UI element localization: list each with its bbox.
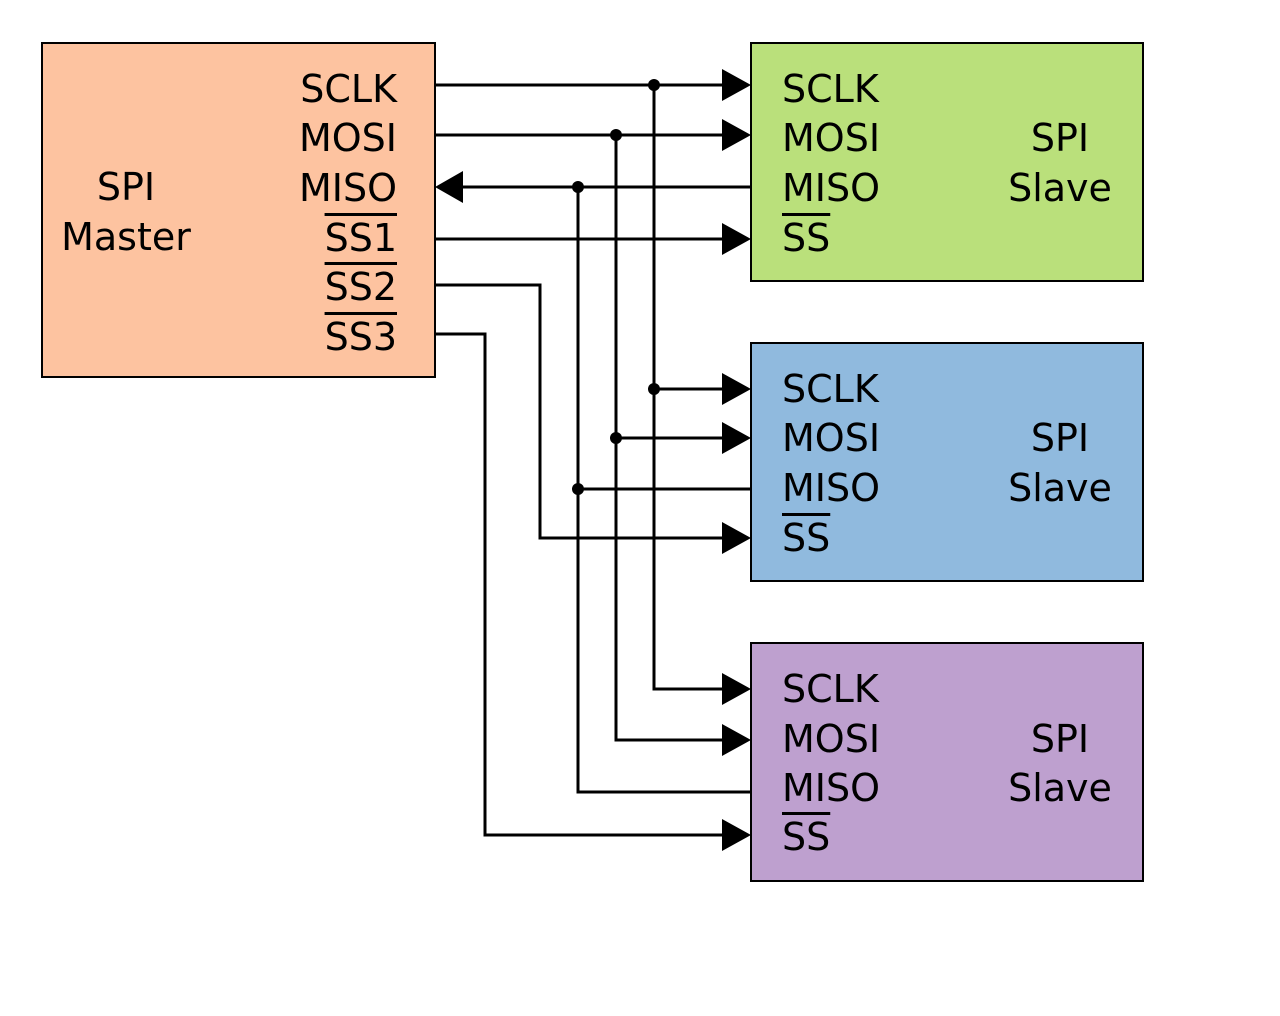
slave-1-pin-ss: SS [782, 216, 831, 260]
arrow-slave-3-sclk [722, 673, 751, 705]
arrow-slave-1-sclk [722, 69, 751, 101]
arrow-slave-2-ss [722, 522, 751, 554]
slave-2-pin-ss: SS [782, 516, 831, 560]
mosi-wire-bus [614, 135, 722, 742]
master-name-line2: Master [61, 215, 191, 259]
spi-slave-3-box [750, 642, 1144, 882]
arrow-slave-1-mosi [722, 119, 751, 151]
spi-slave-2-box [750, 342, 1144, 582]
master-pin-ss3: SS3 [324, 315, 397, 359]
slave-3-pin-sclk: SCLK [782, 667, 879, 711]
master-pin-mosi: MOSI [298, 116, 397, 160]
slave-2-pin-sclk: SCLK [782, 367, 879, 411]
arrow-slave-1-ss [722, 223, 751, 255]
master-pin-miso: MISO [298, 166, 397, 210]
slave-3-name-line1: SPI [1030, 717, 1090, 761]
junction-miso-top [572, 181, 584, 193]
junction-sclk-top [648, 79, 660, 91]
arrow-slave-2-sclk [722, 373, 751, 405]
spi-slave-1-box [750, 42, 1144, 282]
spi-master-box [41, 42, 436, 378]
slave-2-name-line2: Slave [1008, 466, 1112, 510]
slave-1-name-line1: SPI [1030, 116, 1090, 160]
slave-1-pin-sclk: SCLK [782, 67, 879, 111]
slave-1-name-line2: Slave [1008, 166, 1112, 210]
arrow-slave-3-mosi [722, 724, 751, 756]
slave-1-pin-miso: MISO [782, 166, 881, 210]
junction-mosi-mid [610, 432, 622, 444]
sclk-wire-bus [652, 85, 722, 691]
arrow-slave-3-ss [722, 819, 751, 851]
master-name-line1: SPI [96, 165, 156, 209]
master-pin-sclk: SCLK [300, 67, 397, 111]
slave-1-pin-mosi: MOSI [782, 116, 881, 160]
slave-3-pin-mosi: MOSI [782, 717, 881, 761]
junction-miso-mid [572, 483, 584, 495]
slave-2-pin-miso: MISO [782, 466, 881, 510]
slave-3-name-line2: Slave [1008, 766, 1112, 810]
slave-2-name-line1: SPI [1030, 416, 1090, 460]
miso-wire-bus [576, 187, 750, 794]
junction-mosi-top [610, 129, 622, 141]
arrow-master-miso [435, 171, 463, 203]
master-pin-ss1: SS1 [324, 216, 397, 260]
ss3-wire [436, 332, 722, 837]
master-pin-ss2: SS2 [324, 265, 397, 309]
arrow-slave-2-mosi [722, 422, 751, 454]
junction-sclk-mid [648, 383, 660, 395]
slave-2-pin-mosi: MOSI [782, 416, 881, 460]
slave-3-pin-ss: SS [782, 815, 831, 859]
ss2-wire [436, 283, 722, 540]
slave-3-pin-miso: MISO [782, 766, 881, 810]
